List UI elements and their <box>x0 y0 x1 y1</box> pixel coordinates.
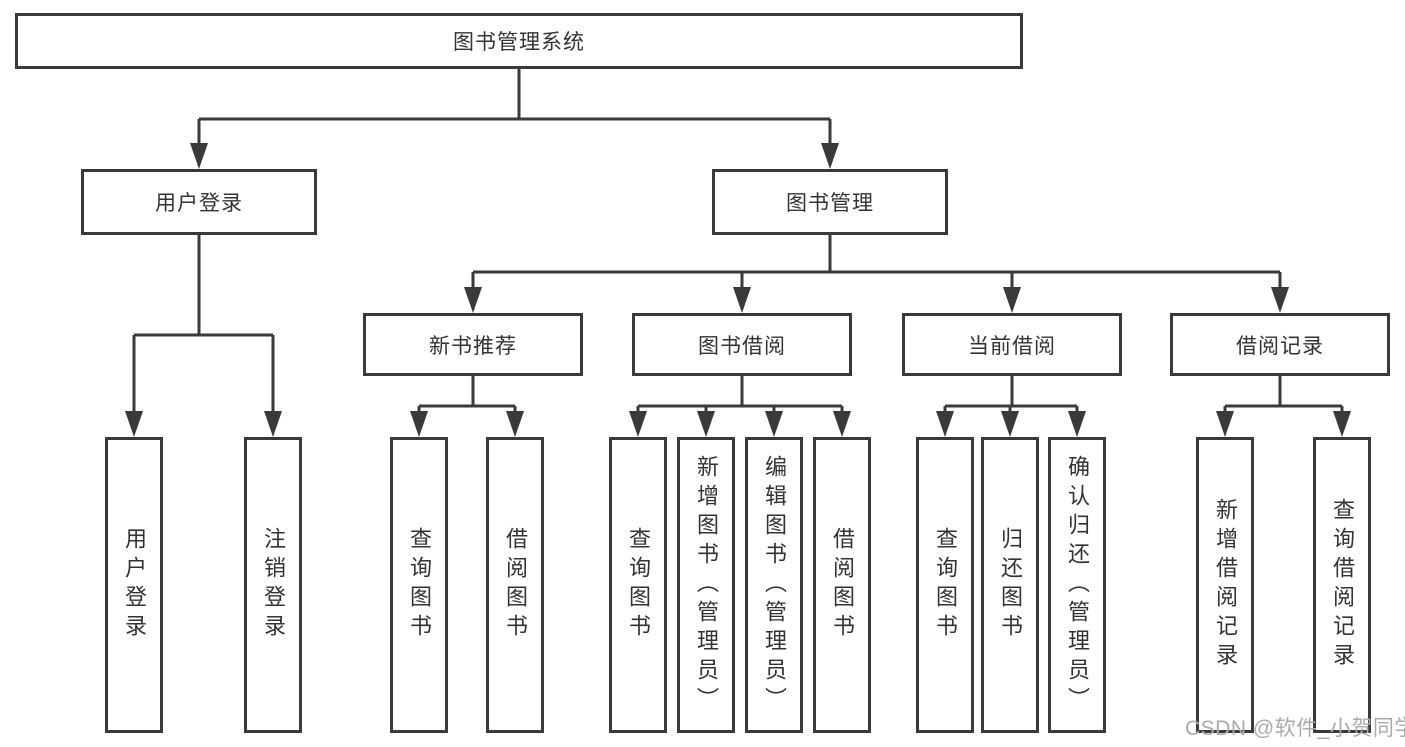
leaf-br-add-record-label: 新增借阅记录 <box>1213 498 1238 672</box>
node-root: 图书管理系统 <box>15 13 1023 69</box>
leaf-cb-query-book: 查询图书 <box>916 437 974 733</box>
leaf-bb-edit-book-admin: 编辑图书（管理员） <box>745 437 803 733</box>
leaf-user-login: 用户登录 <box>105 437 163 733</box>
watermark: CSDN @软件_小贺同学 <box>1185 717 1405 740</box>
leaf-logout: 注销登录 <box>244 437 302 733</box>
leaf-user-login-label: 用户登录 <box>122 527 147 643</box>
leaf-bb-query-book: 查询图书 <box>609 437 667 733</box>
node-book-management: 图书管理 <box>712 169 948 235</box>
node-new-book-recommend-label: 新书推荐 <box>429 334 517 358</box>
leaf-nb-query-book: 查询图书 <box>390 437 448 733</box>
leaf-br-add-record: 新增借阅记录 <box>1196 437 1254 733</box>
leaf-bb-query-book-label: 查询图书 <box>626 527 651 643</box>
leaf-bb-borrow-book-label: 借阅图书 <box>830 527 855 643</box>
leaf-br-query-record-label: 查询借阅记录 <box>1330 498 1355 672</box>
node-current-borrowing-label: 当前借阅 <box>968 334 1056 358</box>
leaf-nb-borrow-book-label: 借阅图书 <box>503 527 528 643</box>
leaf-bb-borrow-book: 借阅图书 <box>813 437 871 733</box>
leaf-br-query-record: 查询借阅记录 <box>1313 437 1371 733</box>
leaf-bb-add-book-admin: 新增图书（管理员） <box>677 437 735 733</box>
leaf-cb-confirm-return-admin: 确认归还（管理员） <box>1048 437 1106 733</box>
node-book-borrowing: 图书借阅 <box>632 313 852 376</box>
node-root-label: 图书管理系统 <box>453 31 585 54</box>
leaf-logout-label: 注销登录 <box>261 527 286 643</box>
node-book-management-label: 图书管理 <box>786 192 874 215</box>
leaf-cb-confirm-return-admin-label: 确认归还（管理员） <box>1065 454 1090 716</box>
node-borrow-records: 借阅记录 <box>1170 313 1390 376</box>
leaf-bb-add-book-admin-label: 新增图书（管理员） <box>694 454 719 716</box>
node-new-book-recommend: 新书推荐 <box>363 313 583 376</box>
node-borrow-records-label: 借阅记录 <box>1236 334 1324 358</box>
leaf-cb-return-book-label: 归还图书 <box>998 527 1023 643</box>
leaf-cb-return-book: 归还图书 <box>981 437 1039 733</box>
leaf-nb-borrow-book: 借阅图书 <box>486 437 544 733</box>
leaf-cb-query-book-label: 查询图书 <box>933 527 958 643</box>
leaf-bb-edit-book-admin-label: 编辑图书（管理员） <box>762 454 787 716</box>
node-user-login: 用户登录 <box>81 169 317 235</box>
node-book-borrowing-label: 图书借阅 <box>698 334 786 358</box>
leaf-nb-query-book-label: 查询图书 <box>407 527 432 643</box>
node-current-borrowing: 当前借阅 <box>902 313 1122 376</box>
node-user-login-label: 用户登录 <box>155 192 243 215</box>
